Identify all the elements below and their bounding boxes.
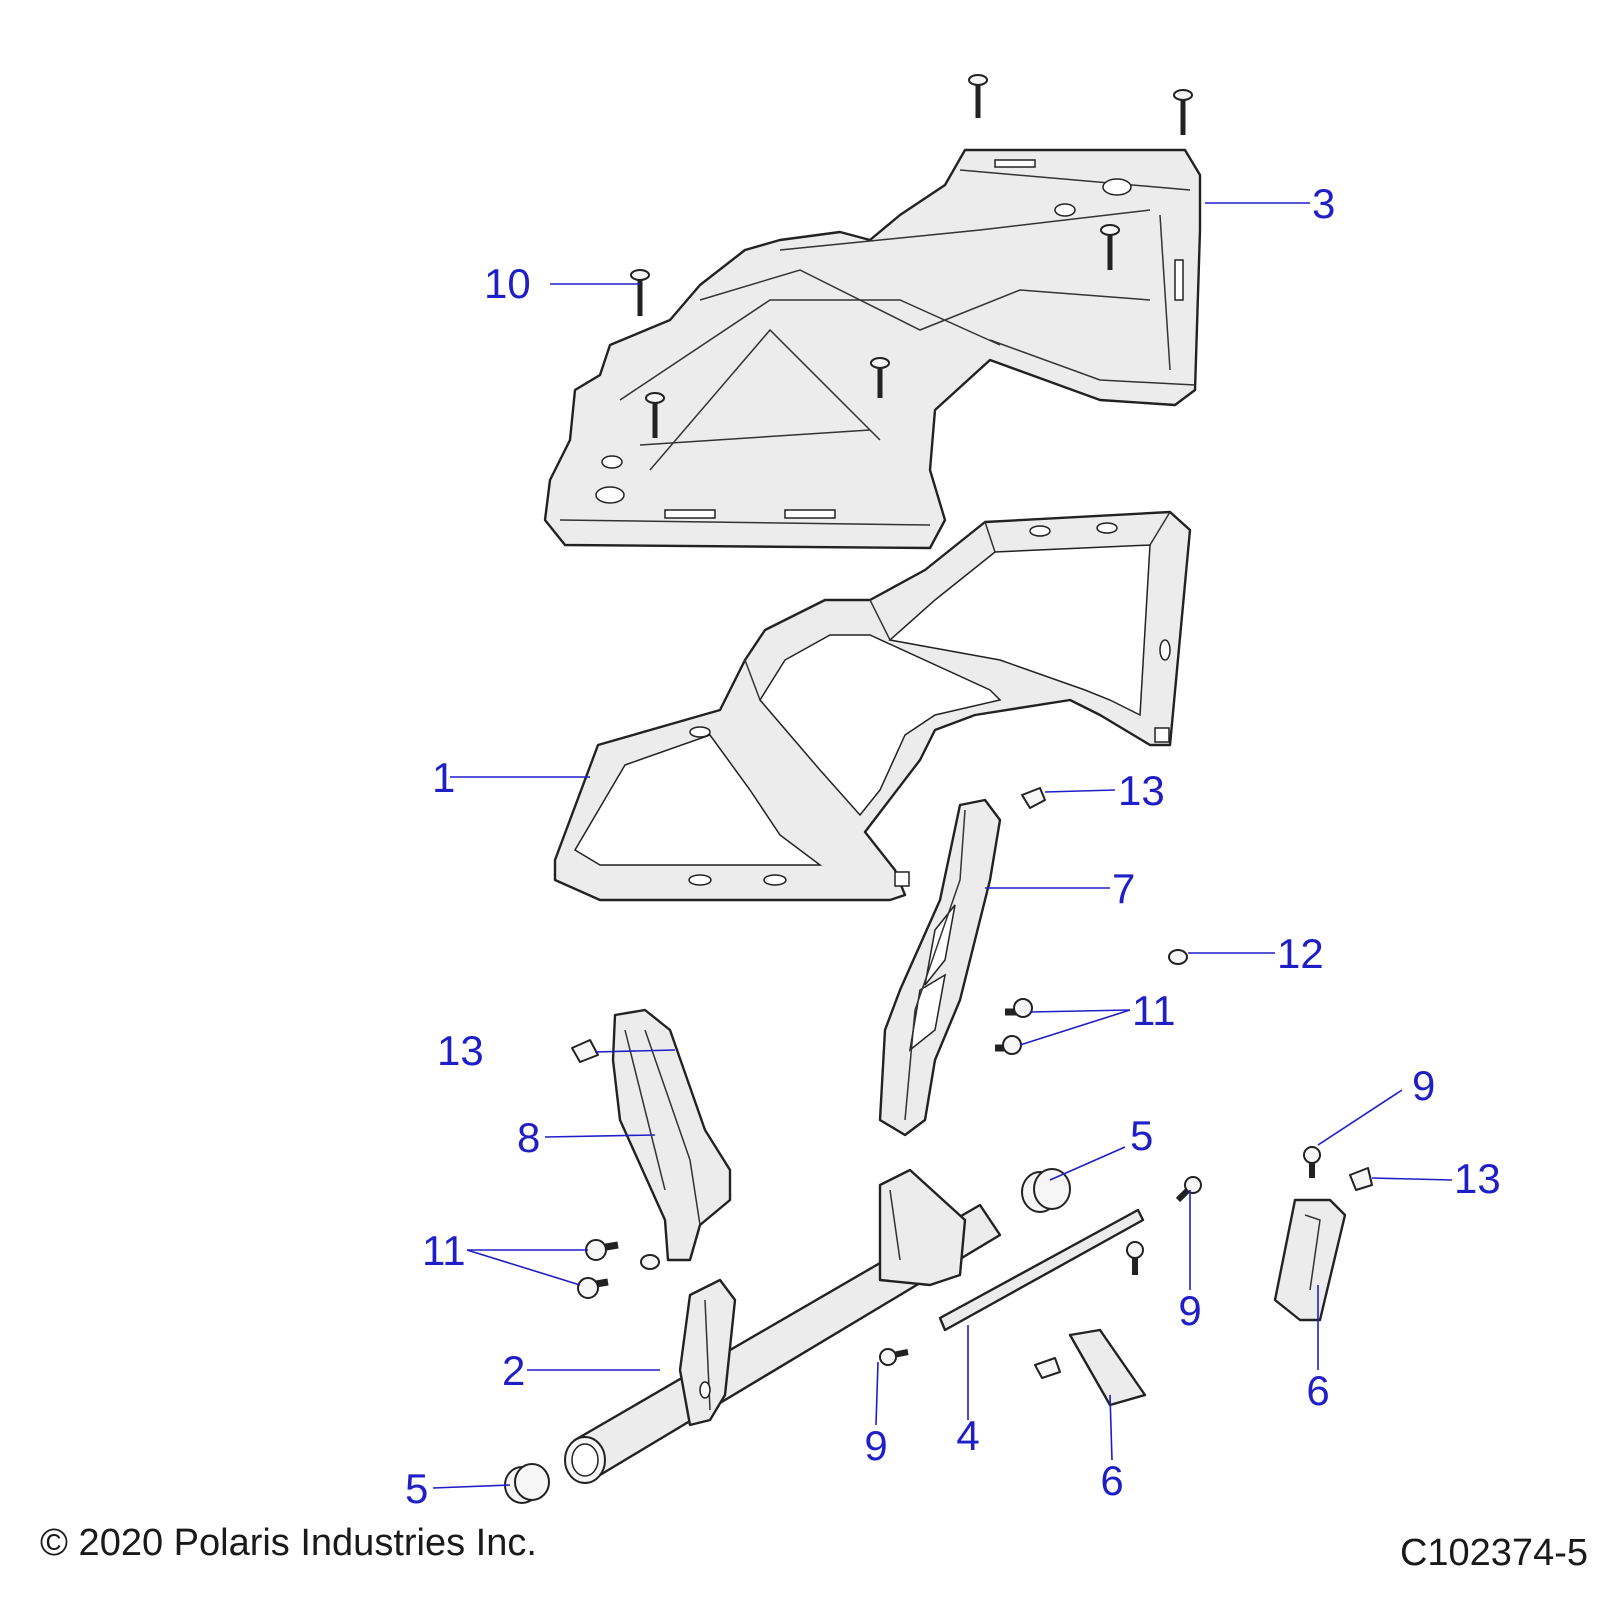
callout-13-left: 13: [437, 1027, 484, 1074]
screw-6: [645, 392, 665, 438]
bracket-left: [611, 1008, 732, 1262]
bolt-9-mid-b: [1126, 1241, 1144, 1275]
bolt-9-mid: [1175, 1176, 1202, 1203]
callout-12: 12: [1277, 930, 1324, 977]
callout-11-upper: 11: [1132, 987, 1176, 1034]
callout-6-bottom: 6: [1100, 1457, 1123, 1504]
rack-screws: [630, 74, 1193, 438]
callout-10: 10: [484, 260, 531, 307]
screw-5: [870, 357, 890, 398]
bolt-11-upper-b: [995, 1035, 1022, 1055]
figure-id: C102374-5: [1399, 1532, 1588, 1574]
callout-13-top: 13: [1118, 767, 1165, 814]
callout-4: 4: [956, 1412, 979, 1459]
callout-5-lower: 5: [405, 1465, 428, 1512]
callout-3: 3: [1312, 180, 1335, 227]
bolt-11-lower-b: [577, 1277, 609, 1299]
leader-lines: [432, 202, 1453, 1489]
callout-9-mid: 9: [1178, 1287, 1201, 1334]
screw-2: [1173, 89, 1193, 135]
callout-11-lower: 11: [422, 1227, 466, 1274]
nut-13-top: [1021, 787, 1046, 809]
callout-6-right: 6: [1306, 1367, 1329, 1414]
nut-12: [1168, 949, 1188, 965]
screw-4: [630, 269, 650, 316]
nut-13-right: [1349, 1167, 1373, 1191]
rear-tube-assembly: [564, 1168, 1002, 1484]
callout-1: 1: [432, 754, 455, 801]
nut-13-left: [571, 1039, 599, 1063]
screw-3: [1100, 224, 1120, 270]
plug-bottom: [504, 1463, 550, 1504]
callout-13-right: 13: [1454, 1155, 1501, 1202]
screw-1: [968, 74, 988, 118]
bracket-right: [878, 798, 1002, 1137]
callout-9-lower: 9: [864, 1422, 887, 1469]
callout-5-upper: 5: [1130, 1112, 1153, 1159]
bolt-9-right: [1303, 1146, 1321, 1178]
callout-2: 2: [502, 1347, 525, 1394]
callout-9-right: 9: [1412, 1062, 1435, 1109]
hardware: [571, 787, 1373, 1379]
callout-8: 8: [517, 1114, 540, 1161]
plug-top: [1021, 1168, 1071, 1213]
bolt-9-lower: [879, 1348, 909, 1366]
copyright-text: © 2020 Polaris Industries Inc.: [40, 1522, 537, 1564]
nut-lower: [640, 1254, 660, 1270]
rod: [938, 1208, 1145, 1332]
callout-7: 7: [1112, 865, 1135, 912]
bolt-11-lower-a: [585, 1239, 619, 1261]
cargo-rack-top: [543, 148, 1202, 550]
rack-tube-frame: [553, 510, 1192, 902]
nut-13-bottom: [1034, 1357, 1061, 1379]
clip-bottom: [1068, 1328, 1147, 1407]
callouts: 1 2 3 4 5 5 6 6 7 8 9 9 9 10 11 11 12 13…: [405, 180, 1501, 1512]
bolt-11-upper-a: [1005, 998, 1033, 1018]
clip-right: [1273, 1198, 1347, 1322]
